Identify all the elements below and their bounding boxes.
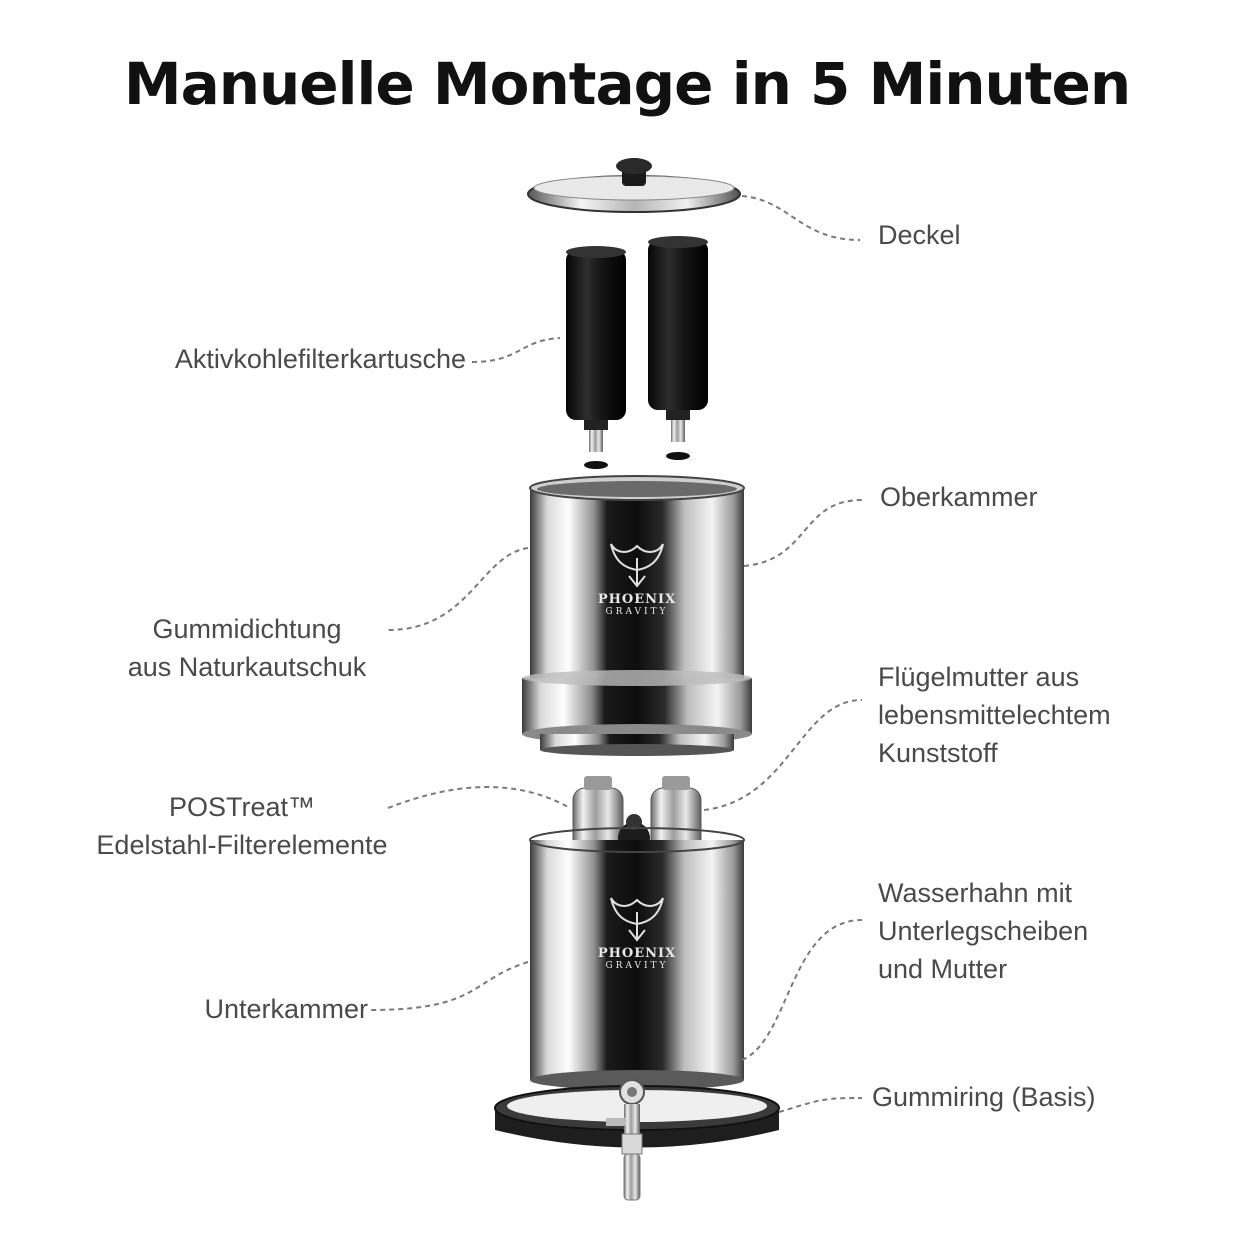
label-postreat-line1: POSTreat™ xyxy=(168,792,316,822)
phoenix-logo-icon xyxy=(610,897,664,942)
upper-chamber xyxy=(522,475,752,756)
carbon-filter-right xyxy=(648,236,708,460)
label-oberkammer: Oberkammer xyxy=(880,478,1038,516)
label-fluegelmutter: Flügelmutter aus lebensmittelechtem Kuns… xyxy=(878,658,1111,772)
brand-mark-upper: PHOENIX GRAVITY xyxy=(594,540,680,617)
label-gummidichtung-line1: Gummidichtung xyxy=(152,614,342,644)
phoenix-logo-icon xyxy=(610,543,664,588)
leader-lines xyxy=(369,195,863,1113)
brand-mark-lower: PHOENIX GRAVITY xyxy=(594,894,680,971)
lid xyxy=(527,158,741,213)
page-title: Manuelle Montage in 5 Minuten xyxy=(123,50,1131,118)
label-aktivkohle: Aktivkohlefilterkartusche xyxy=(100,340,466,378)
label-gummidichtung-line2: aus Naturkautschuk xyxy=(127,652,367,682)
spigot xyxy=(606,1079,645,1201)
label-postreat: POSTreat™ Edelstahl-Filterelemente xyxy=(60,788,424,864)
label-fluegelmutter-line2: lebensmittelechtem xyxy=(878,700,1111,730)
label-wasserhahn: Wasserhahn mit Unterlegscheiben und Mutt… xyxy=(878,874,1088,988)
label-fluegelmutter-line1: Flügelmutter aus xyxy=(878,662,1080,692)
lower-chamber xyxy=(529,827,745,1090)
carbon-filter-left xyxy=(566,246,626,469)
label-postreat-line2: Edelstahl-Filterelemente xyxy=(96,830,388,860)
label-gummiring: Gummiring (Basis) xyxy=(872,1078,1096,1116)
label-unterkammer: Unterkammer xyxy=(100,990,368,1028)
label-deckel: Deckel xyxy=(878,216,961,254)
label-wasserhahn-line3: und Mutter xyxy=(878,954,1008,984)
label-gummidichtung: Gummidichtung aus Naturkautschuk xyxy=(100,610,394,686)
label-wasserhahn-line1: Wasserhahn mit xyxy=(878,878,1073,908)
brand-sub: GRAVITY xyxy=(605,607,669,617)
label-oberkammer-text: Oberkammer xyxy=(880,482,1038,512)
label-deckel-text: Deckel xyxy=(878,220,961,250)
label-wasserhahn-line2: Unterlegscheiben xyxy=(878,916,1089,946)
label-unterkammer-text: Unterkammer xyxy=(204,994,368,1024)
label-aktivkohle-text: Aktivkohlefilterkartusche xyxy=(174,344,466,374)
brand-name: PHOENIX xyxy=(597,946,677,961)
label-fluegelmutter-line3: Kunststoff xyxy=(878,738,998,768)
label-gummiring-text: Gummiring (Basis) xyxy=(872,1082,1096,1112)
brand-name: PHOENIX xyxy=(597,592,677,607)
brand-sub: GRAVITY xyxy=(605,961,669,971)
